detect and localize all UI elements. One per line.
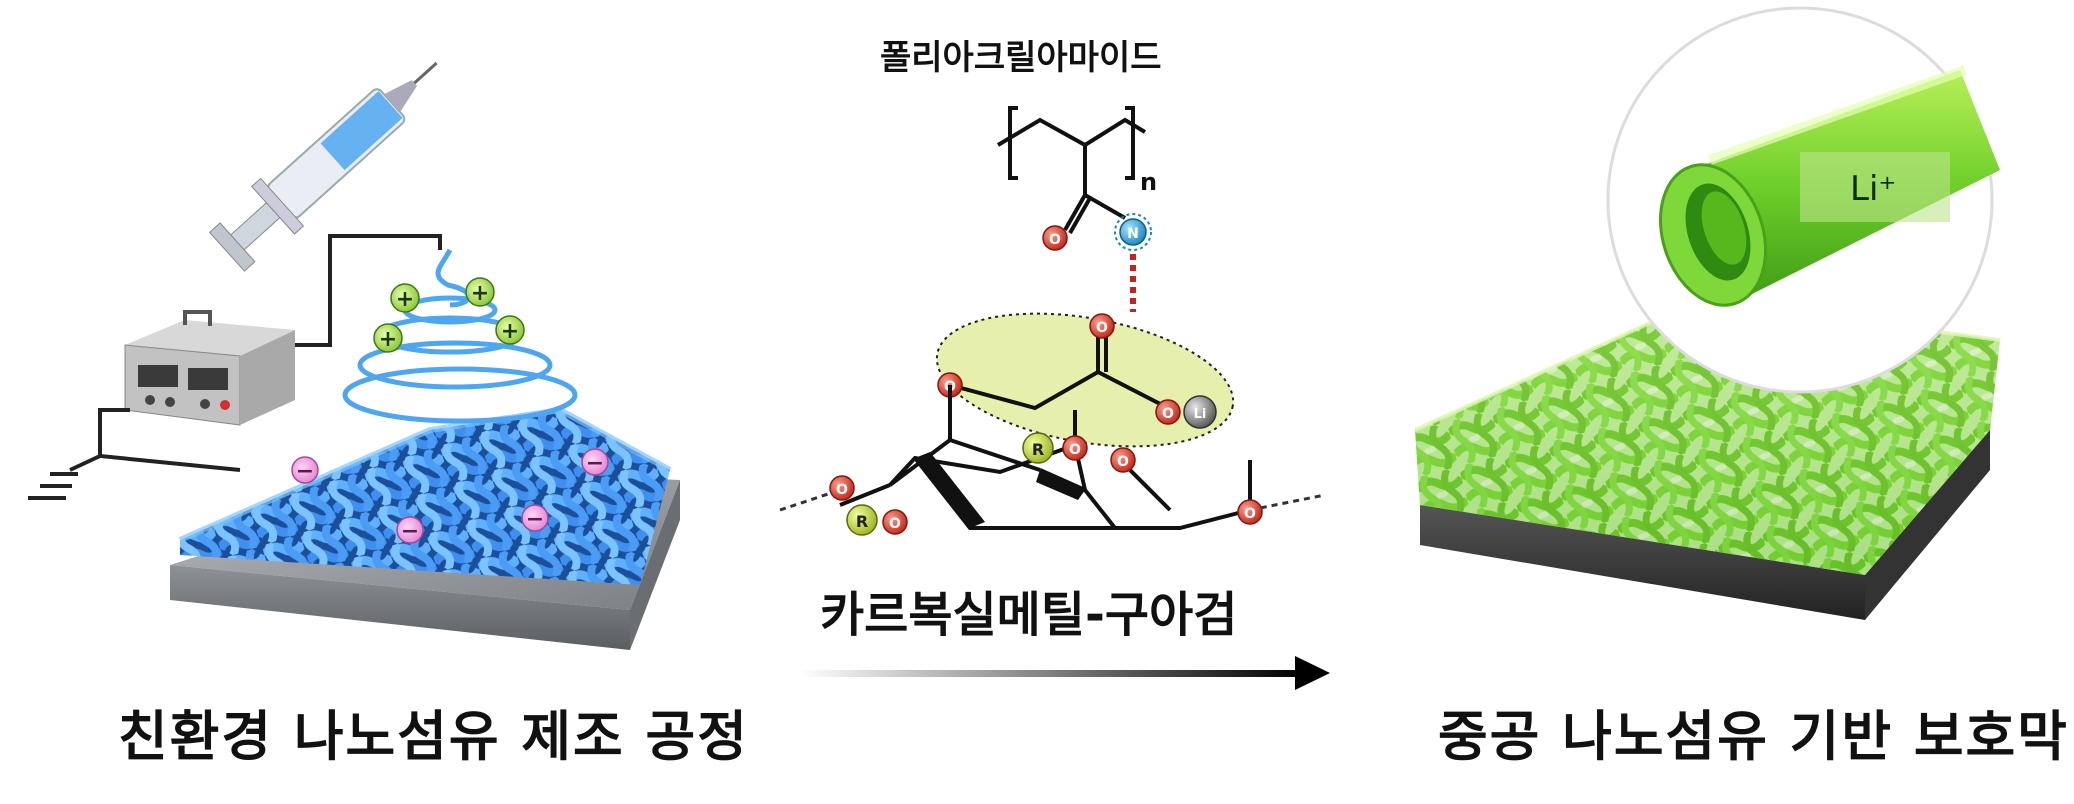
- wire-top: [295, 234, 442, 347]
- negative-charge: −: [581, 448, 609, 476]
- positive-charge: +: [373, 323, 403, 353]
- positive-charges: + + + +: [373, 277, 525, 353]
- svg-text:O: O: [1162, 406, 1174, 422]
- svg-text:O: O: [889, 516, 901, 532]
- negative-charge: −: [291, 456, 319, 484]
- syringe-icon: [208, 61, 438, 272]
- amide-nitrogen: N: [1114, 213, 1152, 251]
- svg-text:R: R: [856, 512, 868, 531]
- svg-text:+: +: [501, 319, 519, 344]
- power-supply: [124, 310, 295, 426]
- positive-charge: +: [390, 283, 420, 313]
- ground-icon: [28, 454, 101, 500]
- negative-charge: −: [396, 516, 424, 544]
- oxygen-atom: O: [829, 475, 855, 501]
- negative-charges: − − − −: [291, 448, 609, 544]
- svg-text:Li: Li: [1194, 407, 1207, 422]
- substrate-slab-side: [170, 565, 630, 650]
- lithium-ion-label: Li⁺: [1850, 169, 1896, 209]
- oxygen-atom: O: [882, 509, 908, 535]
- lithium-cation: Li: [1183, 395, 1217, 429]
- svg-text:O: O: [1117, 454, 1129, 470]
- electrospinning-illustration: + + + + − − − −: [28, 61, 680, 650]
- svg-text:O: O: [1244, 506, 1256, 522]
- hollow-fiber-zoom: Li⁺: [1606, 6, 2000, 394]
- left-caption: 친환경 나노섬유 제조 공정: [118, 705, 749, 768]
- negative-charge: −: [521, 504, 549, 532]
- svg-text:−: −: [526, 507, 544, 532]
- r-group: R: [846, 504, 878, 536]
- oxygen-atom: O: [1237, 499, 1263, 525]
- svg-text:+: +: [396, 287, 414, 312]
- svg-text:R: R: [1032, 440, 1044, 459]
- oxygen-atom: O: [1089, 313, 1115, 339]
- svg-text:−: −: [586, 451, 604, 476]
- svg-text:+: +: [379, 327, 397, 352]
- positive-charge: +: [465, 277, 495, 307]
- svg-text:O: O: [1069, 442, 1081, 458]
- blue-fiber-mat: [180, 410, 670, 585]
- polymer-label: 폴리아크릴아마이드: [880, 38, 1162, 78]
- right-caption: 중공 나노섬유 기반 보호막: [1438, 705, 2069, 768]
- carbonyl-oxygen: O: [1042, 225, 1068, 251]
- wire-bottom: [98, 408, 241, 472]
- svg-text:−: −: [401, 519, 419, 544]
- oxygen-atom: O: [1062, 435, 1088, 461]
- svg-text:O: O: [836, 482, 848, 498]
- oxygen-atom: O: [1110, 447, 1136, 473]
- r-group: R: [1022, 432, 1054, 464]
- membrane-base-side: [1420, 505, 1865, 620]
- svg-text:N: N: [1127, 226, 1139, 242]
- oxygen-atom: O: [1155, 399, 1181, 425]
- process-arrow: [800, 656, 1330, 690]
- chemical-structure: n O N O O O Li: [779, 106, 1330, 690]
- svg-text:O: O: [1049, 232, 1061, 248]
- svg-text:O: O: [1096, 320, 1108, 336]
- positive-charge: +: [495, 315, 525, 345]
- svg-text:+: +: [471, 281, 489, 306]
- svg-text:−: −: [296, 459, 314, 484]
- polyacrylamide-repeat-unit: [996, 106, 1147, 234]
- membrane-illustration: Li⁺: [1414, 6, 2001, 620]
- binder-label: 카르복실메틸-구아검: [820, 587, 1238, 643]
- repeat-subscript: n: [1140, 168, 1157, 196]
